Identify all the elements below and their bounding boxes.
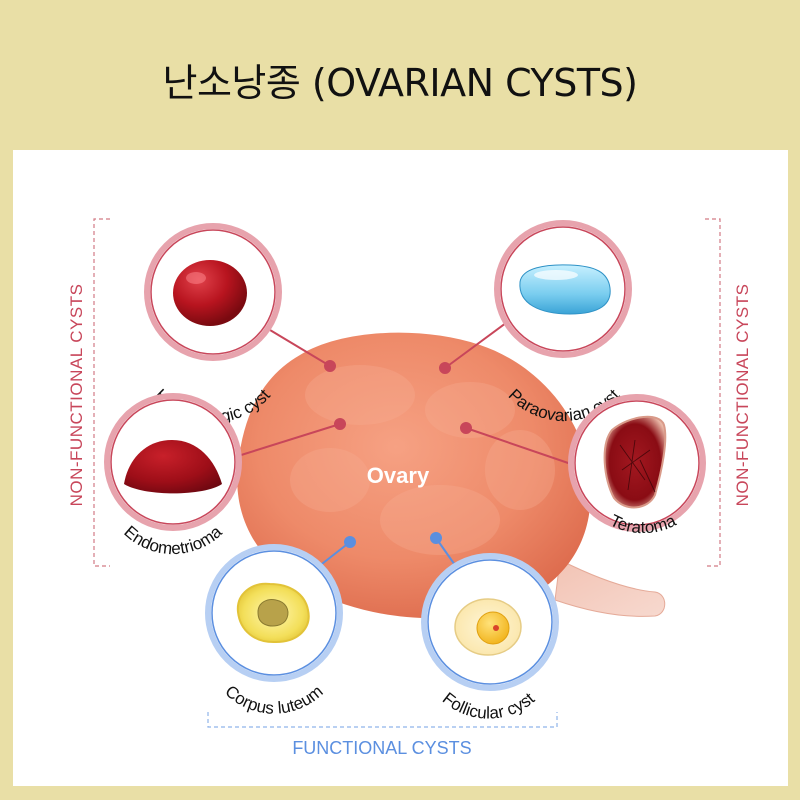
- endometrioma-callout: [104, 393, 242, 531]
- corpus-luteum-pointer-dot: [344, 536, 356, 548]
- non-functional-bracket-right: [705, 218, 721, 567]
- endometrioma-image: [124, 440, 222, 494]
- follicular-cyst-callout: [421, 553, 559, 691]
- teratoma-callout: [568, 394, 706, 532]
- corpus-luteum-label: Corpus luteum: [221, 682, 326, 718]
- paraovarian-cyst-callout: [494, 220, 632, 358]
- page-title: 난소낭종 (OVARIAN CYSTS): [162, 61, 638, 105]
- teratoma-pointer-dot: [460, 422, 472, 434]
- corpus-luteum-callout: [205, 544, 343, 682]
- hemorrhagic-pointer-dot: [324, 360, 336, 372]
- ovary-label: Ovary: [367, 463, 430, 488]
- functional-label: FUNCTIONAL CYSTS: [292, 738, 471, 758]
- non-functional-label-right: NON-FUNCTIONAL CYSTS: [733, 284, 752, 507]
- teratoma-image: [603, 415, 667, 509]
- follicular-cyst-label: Follicular cyst: [439, 689, 538, 723]
- non-functional-label-left: NON-FUNCTIONAL CYSTS: [67, 284, 86, 507]
- hemorrhagic-cyst-image: [173, 260, 247, 326]
- non-functional-bracket-left: [93, 218, 110, 567]
- functional-bracket: [207, 712, 558, 728]
- follicular-pointer-dot: [430, 532, 442, 544]
- paraovarian-pointer-dot: [439, 362, 451, 374]
- hemorrhagic-cyst-callout: [144, 223, 282, 361]
- ovarian-ligament: [554, 559, 666, 617]
- ovary-texture: [290, 365, 555, 555]
- endometrioma-pointer-dot: [334, 418, 346, 430]
- ovary: [237, 332, 591, 619]
